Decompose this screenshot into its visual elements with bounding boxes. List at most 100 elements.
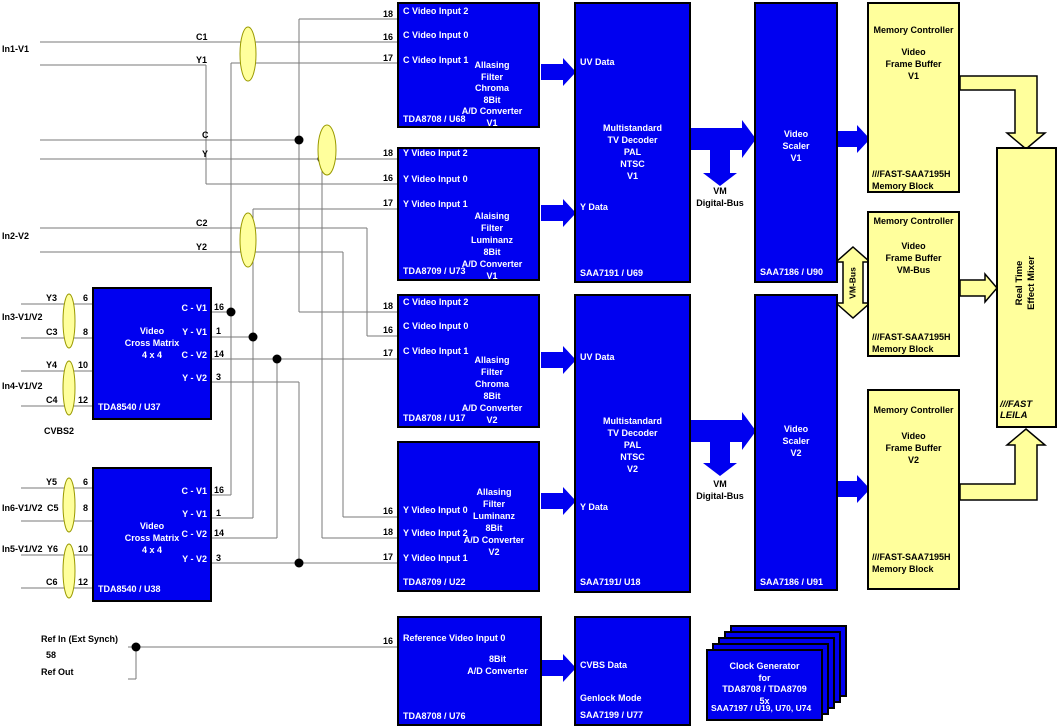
pins-b4-2-label: 17: [382, 552, 393, 562]
text-line: Filter: [480, 71, 503, 82]
pins-m2_out-0-label: 16: [214, 485, 225, 495]
pins-m2_in-3-label: 12: [77, 577, 88, 587]
text-line: Frame Buffer: [885, 443, 942, 453]
text-line: Filter: [480, 223, 503, 233]
matrix-2-output-label: C - V2: [181, 529, 207, 539]
block-memory-v1: [867, 2, 960, 193]
cross-matrix-2-part: TDA8540 / U38: [98, 584, 161, 594]
text-line: V1: [626, 171, 638, 181]
inputs-in1-label: In1-V1: [2, 44, 30, 54]
scaler-to-memory-arrow-v2: [838, 475, 870, 503]
pins-m2_out-2-label: 14: [214, 528, 225, 538]
text-line: A/D Converter: [461, 259, 523, 269]
text-line: Video: [139, 326, 165, 336]
cross-matrix-1-part: TDA8540 / U37: [98, 402, 161, 412]
y-data-arrow-v2: [541, 487, 576, 515]
vm-memory-to-mixer-arrow: [959, 271, 998, 305]
matrix-1-output-label: C - V2: [181, 350, 207, 360]
text-line: Frame Buffer: [885, 59, 942, 69]
filter-chroma-v2-input: C Video Input 0: [403, 321, 469, 331]
text-line: NTSC: [620, 452, 645, 462]
pins-m2_in-2-label: 10: [77, 544, 88, 554]
pins-m1_in-3-label: 12: [77, 395, 88, 405]
text-line: V2: [626, 464, 638, 474]
text-line: Video: [783, 424, 809, 434]
text-line: Scaler: [782, 436, 810, 446]
block-filter-chroma-v2: [397, 294, 540, 428]
text-line: Memory Block: [872, 564, 934, 574]
memory-v1-title: Memory Controller: [873, 25, 954, 35]
text-line: Filter: [482, 499, 505, 509]
matrix-2-output-label: Y - V2: [182, 554, 207, 564]
ref-adc-part: TDA8708 / U76: [403, 711, 466, 721]
text-line: Alaising: [474, 211, 510, 221]
text-line: TV Decoder: [607, 428, 658, 438]
encoder-genlock-mode: Genlock Mode: [580, 693, 642, 703]
input-connector-ellipse: [317, 124, 337, 176]
block-ref-adc: [397, 616, 542, 726]
ref-adc-input: Reference Video Input 0: [403, 633, 506, 643]
decoder-to-scaler-arrow-v2: [691, 412, 756, 450]
inputs-c2-label: C2: [196, 218, 208, 228]
inputs-y2-label: Y2: [196, 242, 208, 252]
encoder-part: SAA7199 / U77: [580, 710, 644, 720]
vm-bus-double-arrow: [834, 245, 872, 320]
text-line: ///FAST-SAA7195H: [872, 332, 951, 342]
text-line: A/D Converter: [461, 403, 523, 413]
scaler-to-memory-arrow-v1: [838, 125, 870, 153]
pins-b2-2-label: 17: [382, 198, 393, 208]
input-connector-ellipse: [62, 477, 76, 533]
text-line: V2: [488, 547, 500, 557]
pins-b5-0-label: 16: [382, 636, 393, 646]
text-line: Scaler: [782, 141, 810, 151]
pins-b2-1-label: 16: [382, 173, 393, 183]
text-line: VM: [713, 479, 727, 489]
vm-digital-bus-arrow-v1: [703, 150, 737, 186]
text-line: Luminanz: [473, 511, 515, 521]
pins-m1_out-3-label: 3: [216, 372, 222, 382]
inputs-ref_in-label: Ref In (Ext Synch): [41, 634, 119, 644]
text-line: A/D Converter: [467, 666, 528, 676]
uv-data-arrow-v2: [541, 346, 576, 374]
junction-dot: [248, 332, 258, 342]
inputs-c5-label: C5: [47, 503, 59, 513]
text-line: LEILA: [1000, 410, 1028, 421]
text-line: V2: [790, 448, 802, 458]
junction-dot: [131, 642, 141, 652]
input-connector-ellipse: [62, 543, 76, 599]
scaler-v2-part: SAA7186 / U91: [760, 577, 824, 587]
pins-m1_in-2-label: 10: [77, 360, 88, 370]
junction-dot: [226, 307, 236, 317]
block-encoder: [574, 616, 691, 726]
pins-b3-1-label: 16: [382, 325, 393, 335]
text-line: TV Decoder: [607, 135, 658, 145]
text-line: ///FAST-SAA7195H: [872, 169, 951, 179]
filter-luma-v1-part: TDA8709 / U73: [403, 266, 466, 276]
block-filter-luma-v1: [397, 147, 540, 281]
text-line: NTSC: [620, 159, 645, 169]
text-line: V1: [907, 71, 919, 81]
input-connector-ellipse: [239, 26, 257, 82]
matrix-2-output-label: C - V1: [181, 486, 207, 496]
block-memory-vm-bus: [867, 211, 960, 357]
junction-dot: [272, 354, 282, 364]
block-decoder-v1: [574, 2, 691, 283]
inputs-c3-label: C3: [46, 327, 58, 337]
filter-chroma-v1-input: C Video Input 1: [403, 55, 469, 65]
pins-b3-0-label: 18: [382, 301, 393, 311]
filter-luma-v1-input: Y Video Input 2: [403, 148, 468, 158]
block-clock-gen: [706, 649, 823, 721]
text-line: ///FAST: [1000, 399, 1033, 410]
text-line: Effect Mixer: [1026, 256, 1037, 310]
scaler-v1-part: SAA7186 / U90: [760, 267, 824, 277]
vm-digital-bus-arrow-v2: [703, 442, 737, 476]
text-line: 4 x 4: [141, 350, 163, 360]
decoder-v1-uv-data: UV Data: [580, 57, 615, 67]
